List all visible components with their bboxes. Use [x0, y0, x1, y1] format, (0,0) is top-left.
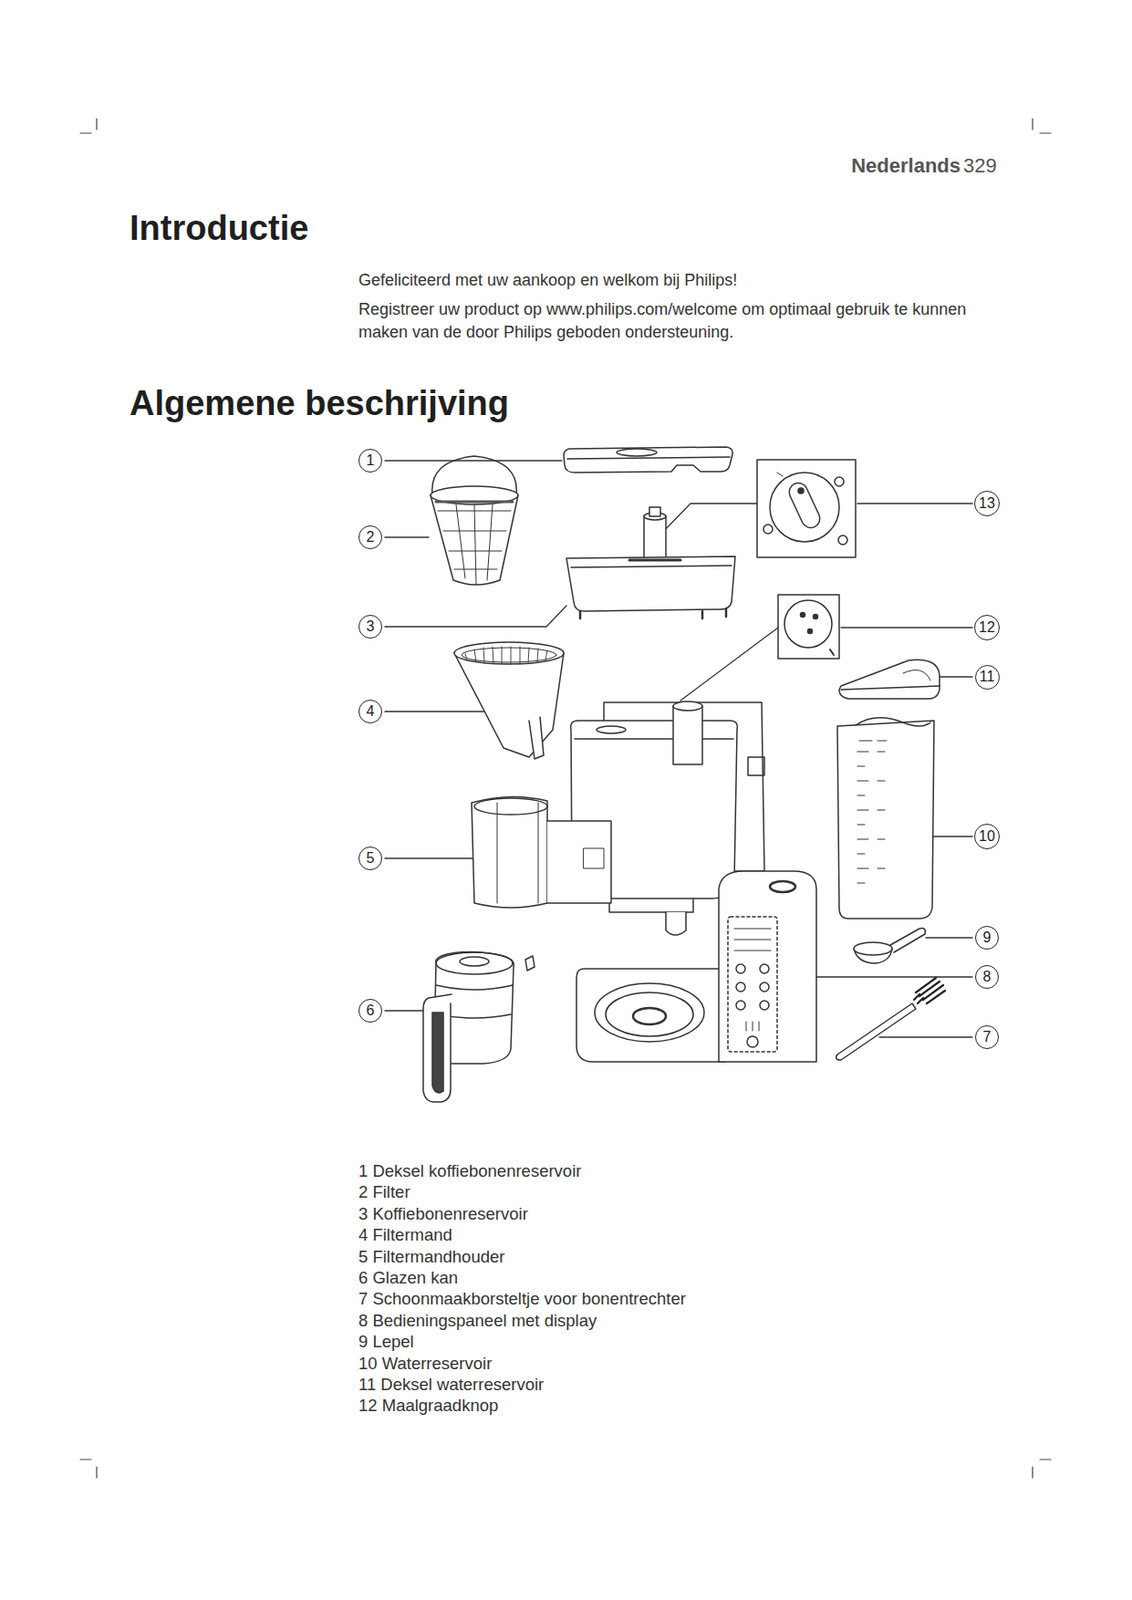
water-reservoir: [837, 717, 935, 919]
coffee-machine: [471, 701, 817, 1062]
bean-lid: [563, 446, 733, 473]
part-list-item: 4 Filtermand: [358, 1224, 453, 1246]
language-label: Nederlands: [851, 153, 961, 179]
callout-circle: 9: [975, 925, 999, 950]
part-list-item: 10 Waterreservoir: [358, 1352, 492, 1374]
callout-number: 9: [983, 930, 992, 946]
leader-lines: [384, 460, 973, 1038]
part-list-item: 1 Deksel koffiebonenreservoir: [358, 1160, 582, 1182]
callout-circle: 10: [974, 823, 1000, 850]
brush: [836, 977, 946, 1060]
part-list-item: 7 Schoonmaakborsteltje voor bonentrechte…: [358, 1287, 686, 1309]
spoon: [853, 928, 925, 964]
callout-number: 2: [366, 529, 375, 545]
part-list-item: 12 Maalgraadknop: [358, 1394, 499, 1416]
section-heading: Algemene beschrijving: [129, 381, 509, 426]
callout-circle: 11: [975, 664, 1000, 690]
part-list-item: 6 Glazen kan: [358, 1267, 458, 1288]
part-list-item: 2 Filter: [358, 1181, 411, 1203]
callout-circle: 12: [974, 614, 1000, 641]
callout-circle: 5: [358, 846, 383, 871]
part-list-item: 3 Koffiebonenreservoir: [358, 1203, 529, 1225]
callout-number: 11: [979, 669, 996, 685]
callout-number: 7: [983, 1029, 992, 1045]
callout-circle: 8: [975, 965, 999, 989]
callout-circle: 3: [358, 614, 383, 639]
callout-number: 13: [978, 496, 996, 511]
filter-basket: [430, 456, 519, 585]
paragraph: Registreer uw product op www.philips.com…: [358, 298, 997, 344]
inset-knob: [757, 459, 856, 558]
callout-circle: 13: [974, 490, 1000, 517]
callout-circle: 4: [358, 699, 383, 724]
callout-number: 3: [366, 619, 375, 634]
paragraph: Gefeliciteerd met uw aankoop en welkom b…: [358, 270, 738, 291]
water-lid: [839, 659, 940, 699]
callout-circle: 1: [358, 448, 383, 473]
crop-marks: [80, 118, 1051, 1478]
glass-jug: [423, 951, 535, 1102]
part-list-item: 9 Lepel: [358, 1330, 415, 1352]
callout-number: 8: [983, 969, 992, 985]
callout-circle: 6: [358, 998, 383, 1023]
bean-reservoir: [566, 507, 736, 619]
callout-number: 6: [366, 1003, 375, 1018]
callout-number: 1: [366, 453, 375, 468]
part-list-item: 5 Filtermandhouder: [358, 1246, 505, 1268]
section-heading: Introductie: [129, 206, 309, 250]
part-list-item: 11 Deksel waterreservoir: [358, 1373, 544, 1395]
callout-number: 4: [366, 704, 375, 719]
page-number: 329: [963, 153, 997, 179]
callout-circle: 2: [358, 525, 383, 550]
callout-circle: 7: [975, 1025, 999, 1049]
part-list-item: 8 Bedieningspaneel met display: [358, 1309, 597, 1331]
inset-grind: [778, 594, 840, 659]
callout-number: 12: [978, 620, 996, 635]
filter-cone: [454, 642, 564, 759]
callout-number: 10: [978, 829, 996, 844]
callout-number: 5: [366, 851, 375, 866]
